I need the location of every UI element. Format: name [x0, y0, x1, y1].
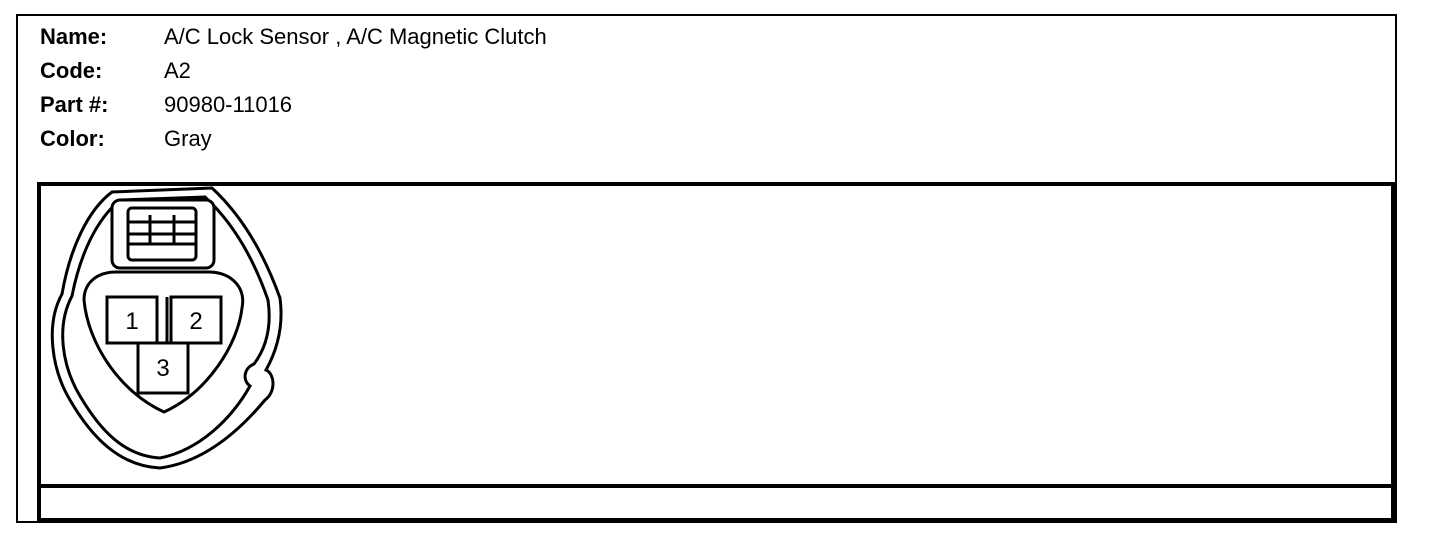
pin-cavity-outline [82, 270, 245, 414]
color-label: Color: [40, 126, 105, 151]
connector-info-frame [16, 14, 1397, 523]
pin-1-label: 1 [125, 308, 138, 335]
connector-housing-outline [50, 186, 283, 470]
connector-diagram-panel [37, 182, 1395, 522]
name-label: Name: [40, 24, 108, 49]
pin-2: 2 [169, 295, 223, 345]
color-value: Gray [164, 126, 212, 151]
pin-3: 3 [136, 341, 190, 395]
pin-1: 1 [105, 295, 159, 345]
pin-3-box [136, 341, 190, 395]
diagram-bottom-strip [41, 484, 1391, 488]
code-label: Code: [40, 58, 103, 83]
name-value: A/C Lock Sensor , A/C Magnetic Clutch [164, 24, 547, 49]
pin-2-box [169, 295, 223, 345]
part-label: Part #: [40, 92, 109, 117]
code-value: A2 [164, 58, 191, 83]
connector-housing-inner-outline [61, 195, 271, 460]
pin-3-label: 3 [156, 355, 169, 382]
pin-2-label: 2 [189, 308, 202, 335]
part-value: 90980-11016 [164, 92, 293, 117]
